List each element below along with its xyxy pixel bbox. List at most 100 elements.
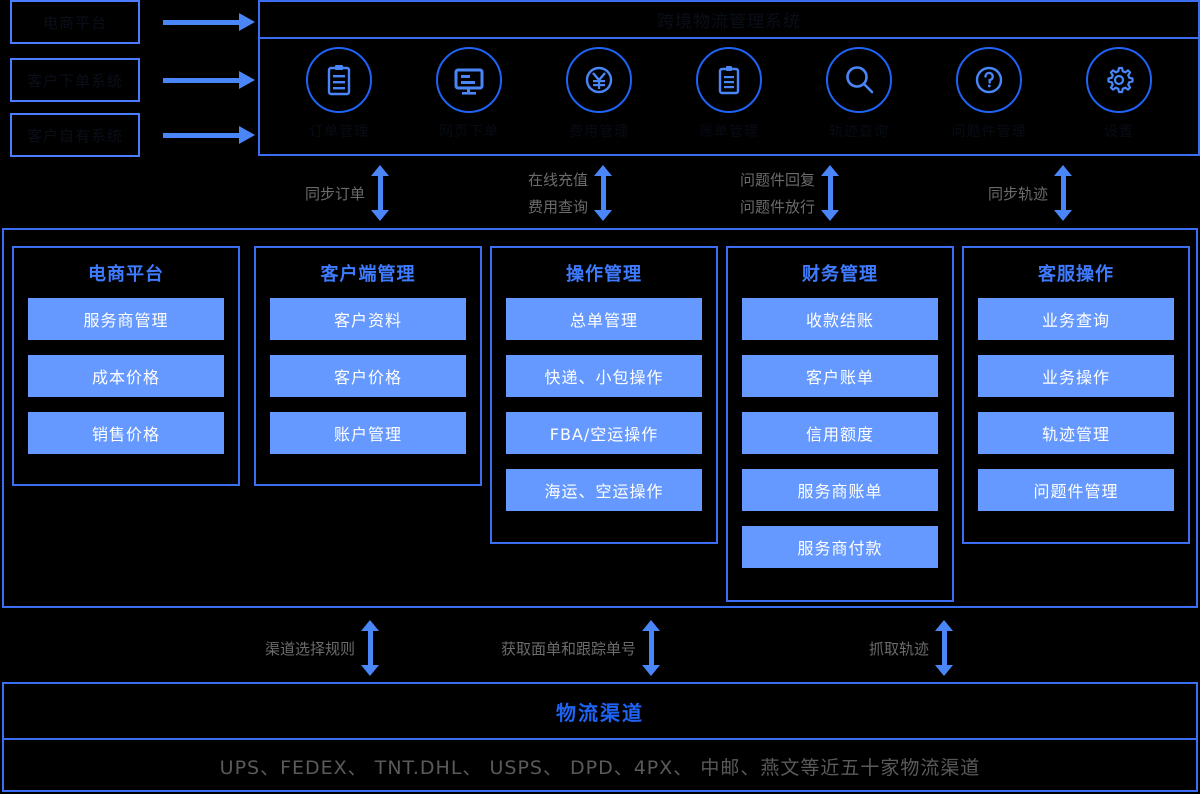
double-arrow-icon xyxy=(594,165,613,221)
logistics-title: 物流渠道 xyxy=(4,684,1196,740)
column-client-management: 客户端管理 客户资料 客户价格 账户管理 xyxy=(254,246,482,486)
column-title: 客服操作 xyxy=(1038,264,1114,285)
connector-label: 渠道选择规则 xyxy=(265,639,356,658)
arrow-shaft xyxy=(163,19,239,25)
column-title: 操作管理 xyxy=(566,264,642,285)
column-title: 财务管理 xyxy=(802,264,878,285)
functional-modules-panel: 电商平台 服务商管理 成本价格 销售价格 客户端管理 客户资料 客户价格 账户管… xyxy=(2,228,1198,608)
module-item[interactable]: 服务商付款 xyxy=(742,526,938,568)
module-label: 轨迹查询 xyxy=(829,124,889,140)
module-issue-management[interactable]: 问题件管理 xyxy=(929,47,1049,141)
search-icon xyxy=(826,47,892,113)
connector-labels: 在线充值 费用查询 xyxy=(528,169,588,217)
connector-labels: 抓取轨迹 xyxy=(869,638,929,659)
connector-label: 同步轨迹 xyxy=(988,184,1049,203)
column-finance-management: 财务管理 收款结账 客户账单 信用额度 服务商账单 服务商付款 xyxy=(726,246,954,602)
platform-panel: 跨境物流管理系统 订单管理 xyxy=(258,0,1200,156)
source-box-label: 客户下单系统 xyxy=(26,71,123,90)
double-arrow-icon xyxy=(935,620,954,676)
module-order-management[interactable]: 订单管理 xyxy=(279,47,399,141)
double-arrow-icon xyxy=(821,165,840,221)
module-label: 订单管理 xyxy=(309,124,369,140)
module-item[interactable]: 轨迹管理 xyxy=(978,412,1174,454)
yen-currency-icon xyxy=(566,47,632,113)
module-bill-management[interactable]: 账单管理 xyxy=(669,47,789,141)
module-item[interactable]: 销售价格 xyxy=(28,412,224,454)
module-web-order[interactable]: 网页下单 xyxy=(409,47,529,141)
module-icon-row: 订单管理 网页下单 xyxy=(260,39,1198,156)
module-fee-management[interactable]: 费用管理 xyxy=(539,47,659,141)
platform-title-bar: 跨境物流管理系统 xyxy=(260,2,1198,39)
clipboard-order-icon xyxy=(306,47,372,113)
module-item[interactable]: 客户资料 xyxy=(270,298,466,340)
module-item[interactable]: 服务商管理 xyxy=(28,298,224,340)
clipboard-list-icon xyxy=(696,47,762,113)
source-box-label: 客户自有系统 xyxy=(26,126,123,145)
source-box-2[interactable]: 客户自有系统 xyxy=(10,113,140,157)
module-item[interactable]: 业务操作 xyxy=(978,355,1174,397)
connector-recharge-fee: 在线充值 费用查询 xyxy=(528,165,613,221)
source-box-0[interactable]: 电商平台 xyxy=(10,0,140,44)
arrow-shaft xyxy=(163,132,239,138)
column-title: 客户端管理 xyxy=(320,264,416,285)
arrow-head xyxy=(239,13,255,31)
logistics-carrier-list: UPS、FEDEX、 TNT.DHL、 USPS、 DPD、4PX、 中邮、燕文… xyxy=(219,756,981,779)
double-arrow-icon xyxy=(361,620,380,676)
module-label: 问题件管理 xyxy=(951,124,1027,140)
module-item[interactable]: 快递、小包操作 xyxy=(506,355,702,397)
module-item[interactable]: 业务查询 xyxy=(978,298,1174,340)
source-box-label: 电商平台 xyxy=(42,13,107,32)
arrow-shaft xyxy=(163,77,239,83)
module-item[interactable]: 问题件管理 xyxy=(978,469,1174,511)
module-item[interactable]: 客户价格 xyxy=(270,355,466,397)
column-ecommerce-platform: 电商平台 服务商管理 成本价格 销售价格 xyxy=(12,246,240,486)
connector-get-label-tracking: 获取面单和跟踪单号 xyxy=(501,620,661,676)
source-box-1[interactable]: 客户下单系统 xyxy=(10,58,140,102)
arrow-head xyxy=(239,126,255,144)
connector-labels: 渠道选择规则 xyxy=(265,638,355,659)
arrow-head xyxy=(239,71,255,89)
column-customer-service: 客服操作 业务查询 业务操作 轨迹管理 问题件管理 xyxy=(962,246,1190,544)
connector-fetch-track: 抓取轨迹 xyxy=(869,620,954,676)
module-label: 网页下单 xyxy=(439,124,499,140)
module-item[interactable]: 海运、空运操作 xyxy=(506,469,702,511)
logistics-channel-panel: 物流渠道 UPS、FEDEX、 TNT.DHL、 USPS、 DPD、4PX、 … xyxy=(2,682,1198,792)
connector-labels: 同步订单 xyxy=(305,183,365,204)
connector-label: 在线充值 xyxy=(528,171,589,189)
module-item[interactable]: 信用额度 xyxy=(742,412,938,454)
module-label: 账单管理 xyxy=(699,124,759,140)
module-item[interactable]: 客户账单 xyxy=(742,355,938,397)
module-track-query[interactable]: 轨迹查询 xyxy=(799,47,919,141)
connector-sync-tracks: 同步轨迹 xyxy=(988,165,1073,221)
double-arrow-icon xyxy=(371,165,390,221)
connector-channel-rule: 渠道选择规则 xyxy=(265,620,380,676)
connector-label: 同步订单 xyxy=(305,184,366,203)
monitor-screen-icon xyxy=(436,47,502,113)
question-mark-icon xyxy=(956,47,1022,113)
module-item[interactable]: 服务商账单 xyxy=(742,469,938,511)
double-arrow-icon xyxy=(1054,165,1073,221)
connector-label: 抓取轨迹 xyxy=(869,639,930,658)
arrow-right-1 xyxy=(163,71,255,89)
column-operation-management: 操作管理 总单管理 快递、小包操作 FBA/空运操作 海运、空运操作 xyxy=(490,246,718,544)
connector-labels: 同步轨迹 xyxy=(988,183,1048,204)
arrow-right-0 xyxy=(163,13,255,31)
column-title: 电商平台 xyxy=(88,264,164,285)
module-item[interactable]: 账户管理 xyxy=(270,412,466,454)
double-arrow-icon xyxy=(642,620,661,676)
connector-label: 问题件回复 xyxy=(740,171,816,189)
module-item[interactable]: 总单管理 xyxy=(506,298,702,340)
connector-labels: 获取面单和跟踪单号 xyxy=(501,638,636,659)
module-settings[interactable]: 设置 xyxy=(1059,47,1179,141)
module-item[interactable]: 收款结账 xyxy=(742,298,938,340)
connector-label: 获取面单和跟踪单号 xyxy=(501,639,637,658)
module-label: 设置 xyxy=(1104,124,1134,140)
module-item[interactable]: 成本价格 xyxy=(28,355,224,397)
connector-issue-reply-release: 问题件回复 问题件放行 xyxy=(740,165,840,221)
module-item[interactable]: FBA/空运操作 xyxy=(506,412,702,454)
arrow-right-2 xyxy=(163,126,255,144)
connector-sync-orders: 同步订单 xyxy=(305,165,390,221)
connector-label: 费用查询 xyxy=(528,198,589,216)
connector-label: 问题件放行 xyxy=(740,198,816,216)
